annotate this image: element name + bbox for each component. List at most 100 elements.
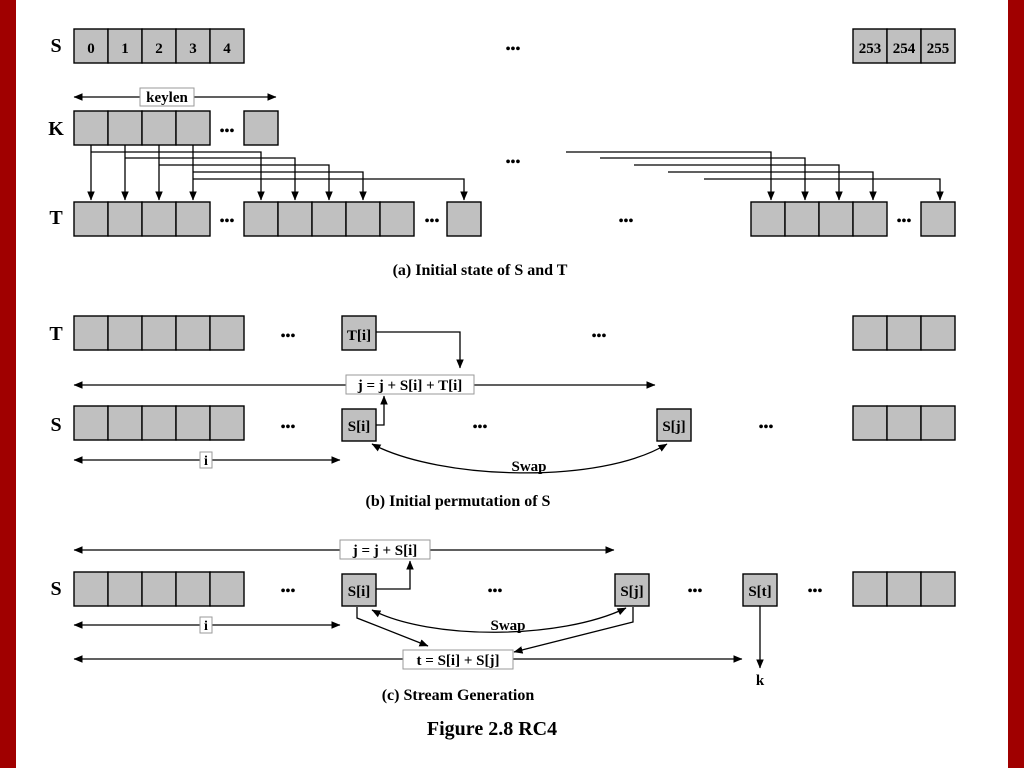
- s-cell: [656, 408, 692, 442]
- k-to-t-arrow: [193, 171, 367, 201]
- t-cell: [209, 315, 245, 351]
- t-cell: [379, 201, 415, 237]
- t-cell: [750, 201, 786, 237]
- s-cell: [614, 573, 650, 607]
- row-label-t: T: [49, 323, 63, 345]
- si-to-formula-arrow: [376, 560, 414, 590]
- s-index-label: 0: [87, 41, 95, 57]
- t-cell: [175, 315, 211, 351]
- s-index-label: 253: [859, 41, 882, 57]
- s-cell: [341, 408, 377, 442]
- k-to-t-arrow: [125, 157, 299, 201]
- s-cell: [209, 571, 245, 607]
- s-index-label: 255: [927, 41, 950, 57]
- swap-label: Swap: [490, 618, 525, 634]
- t-cell: [341, 315, 377, 351]
- formula-j-update: j = j + S[i] + T[i]: [357, 378, 463, 394]
- t-cell: [784, 201, 820, 237]
- ellipsis: •••: [688, 584, 703, 599]
- t-cell: [886, 315, 922, 351]
- t-cell: [107, 315, 143, 351]
- si-to-formula-arrow: [376, 395, 388, 426]
- ellipsis: •••: [619, 214, 634, 229]
- formula-t: t = S[i] + S[j]: [417, 653, 500, 669]
- sj-to-t-arrow: [513, 607, 634, 654]
- k-to-t-arrow: [91, 151, 265, 201]
- formula-box: [345, 374, 475, 395]
- s-cell: [141, 405, 177, 441]
- s-cell: [175, 28, 211, 64]
- formula-box: [339, 539, 431, 560]
- t-cell: [852, 201, 888, 237]
- s-cell: [107, 571, 143, 607]
- swap-arrow: [371, 443, 668, 474]
- s-cell: [920, 405, 956, 441]
- si-to-t-arrow: [356, 607, 429, 647]
- ellipsis: •••: [808, 584, 823, 599]
- k-output-label: k: [756, 673, 765, 689]
- k-cell: [73, 110, 109, 146]
- s-cell: [852, 28, 888, 64]
- swap-arrow: [371, 607, 627, 633]
- t-cell: [73, 201, 109, 237]
- ellipsis: •••: [506, 155, 521, 170]
- swap-label: Swap: [511, 459, 546, 475]
- ellipsis: •••: [488, 584, 503, 599]
- keylen-label: keylen: [146, 90, 188, 106]
- s-cell: [920, 571, 956, 607]
- i-label-box: [199, 616, 213, 634]
- ellipsis: •••: [281, 420, 296, 435]
- row-label-s: S: [50, 35, 61, 57]
- ti-to-formula-arrow: [376, 331, 464, 369]
- s-cell: [73, 28, 109, 64]
- k-cell: [107, 110, 143, 146]
- s-cell: [107, 28, 143, 64]
- s-i-label: S[i]: [348, 419, 371, 435]
- t-cell: [243, 201, 279, 237]
- t-cell: [175, 201, 211, 237]
- ellipsis: •••: [592, 329, 607, 344]
- k-to-t-arrow: [668, 171, 877, 201]
- k-to-t-arrow: [193, 178, 468, 201]
- k-cell: [243, 110, 279, 146]
- ellipsis: •••: [897, 214, 912, 229]
- caption-b: (b) Initial permutation of S: [366, 493, 551, 510]
- s-j-label: S[j]: [662, 419, 685, 435]
- s-cell: [209, 405, 245, 441]
- s-index-label: 254: [893, 41, 916, 57]
- s-cell: [175, 571, 211, 607]
- t-cell: [920, 315, 956, 351]
- caption-c: (c) Stream Generation: [382, 687, 535, 704]
- s-index-label: 2: [155, 41, 163, 57]
- ellipsis: •••: [220, 214, 235, 229]
- ellipsis: •••: [281, 329, 296, 344]
- s-cell: [341, 573, 377, 607]
- s-cell: [107, 405, 143, 441]
- k-to-t-arrow: [600, 157, 809, 201]
- t-cell: [920, 201, 956, 237]
- row-label-k: K: [48, 118, 64, 140]
- s-cell: [742, 573, 778, 607]
- t-cell: [73, 315, 109, 351]
- s-cell: [141, 571, 177, 607]
- s-cell: [852, 405, 888, 441]
- s-cell: [886, 405, 922, 441]
- t-cell: [446, 201, 482, 237]
- s-index-label: 1: [121, 41, 129, 57]
- t-cell: [852, 315, 888, 351]
- k-cell: [141, 110, 177, 146]
- s-cell: [175, 405, 211, 441]
- figure-title: Figure 2.8 RC4: [427, 718, 557, 740]
- s-index-label: 3: [189, 41, 197, 57]
- ellipsis: •••: [425, 214, 440, 229]
- s-cell: [73, 405, 109, 441]
- s-cell: [141, 28, 177, 64]
- ellipsis: •••: [281, 584, 296, 599]
- i-label: i: [204, 619, 208, 634]
- s-cell: [209, 28, 245, 64]
- formula-j-update: j = j + S[i]: [352, 543, 418, 559]
- t-cell: [141, 201, 177, 237]
- formula-box: [402, 649, 514, 670]
